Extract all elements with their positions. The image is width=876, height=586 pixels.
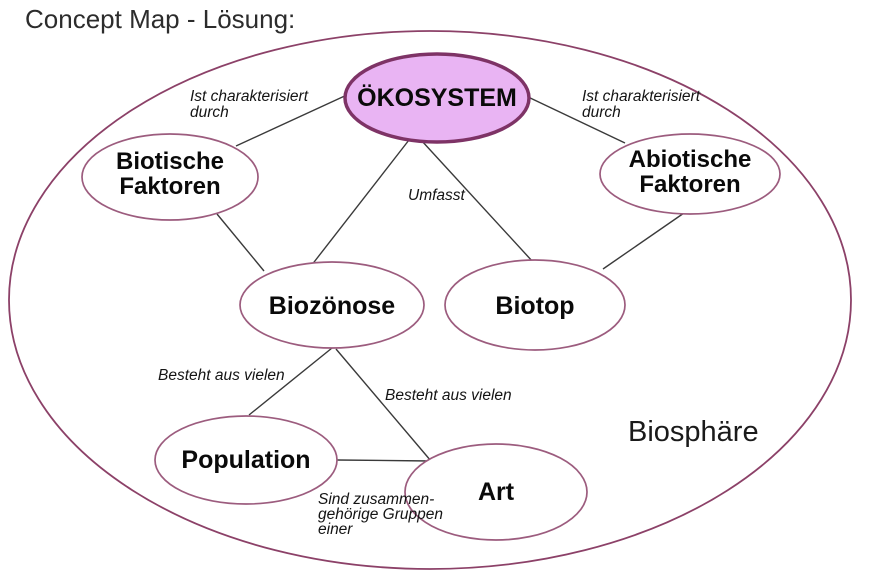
biosphere-outer-ellipse — [8, 30, 852, 570]
node-art-ellipse — [404, 443, 588, 541]
biosphaere-label: Biosphäre — [628, 416, 759, 448]
node-art: Art — [404, 443, 588, 541]
edge-label-ist-charakterisiert-right-line2: durch — [582, 104, 621, 121]
edge-oekosystem-abiotische — [525, 95, 626, 144]
node-biotische-ellipse — [81, 133, 259, 221]
node-population: Population — [154, 415, 338, 505]
edge-abiotische-biotop — [602, 212, 685, 270]
node-abiotische-faktoren: Abiotische Faktoren — [599, 133, 781, 215]
edge-labels: Ist charakterisiert durch Ist charakteri… — [158, 88, 701, 538]
edge-oekosystem-biotische — [235, 93, 350, 147]
edge-oekosystem-biozoenose — [310, 139, 410, 267]
node-biozoenose-label: Biozönose — [269, 292, 395, 320]
edge-label-besteht-aus-vielen-left: Besteht aus vielen — [158, 367, 285, 384]
edge-label-ist-charakterisiert-right-line1: Ist charakterisiert — [582, 88, 701, 105]
edge-biozoenose-art — [335, 348, 432, 462]
edge-biozoenose-population — [248, 347, 333, 416]
page-title: Concept Map - Lösung: — [25, 4, 295, 34]
node-biozoenose: Biozönose — [239, 261, 425, 349]
edge-label-ist-charakterisiert-left-line2: durch — [190, 104, 229, 121]
node-art-label: Art — [478, 478, 515, 506]
edge-label-ist-charakterisiert-left-line1: Ist charakterisiert — [190, 88, 309, 105]
node-population-ellipse — [154, 415, 338, 505]
node-biotische-faktoren: Biotische Faktoren — [81, 133, 259, 221]
node-abiotische-ellipse — [599, 133, 781, 215]
edge-label-sind-zusammengehoerige-line3: einer — [318, 521, 353, 538]
node-oekosystem-label: ÖKOSYSTEM — [357, 83, 517, 112]
edge-population-art — [336, 459, 432, 462]
edges — [216, 93, 685, 462]
node-oekosystem: ÖKOSYSTEM — [343, 52, 531, 144]
node-oekosystem-ellipse — [343, 52, 531, 144]
edge-biotische-biozoenose — [216, 213, 265, 272]
node-biozoenose-ellipse — [239, 261, 425, 349]
node-biotische-label-line1: Biotische — [116, 148, 224, 175]
edge-label-umfasst: Umfasst — [408, 187, 466, 204]
node-biotop-label: Biotop — [495, 292, 574, 320]
node-abiotische-label-line2: Faktoren — [639, 171, 740, 198]
node-biotische-label-line2: Faktoren — [119, 173, 220, 200]
node-biotop-ellipse — [444, 259, 626, 351]
node-population-label: Population — [181, 446, 310, 474]
node-biotop: Biotop — [444, 259, 626, 351]
edge-oekosystem-biotop — [420, 139, 534, 263]
node-abiotische-label-line1: Abiotische — [629, 146, 752, 173]
edge-label-besteht-aus-vielen-right: Besteht aus vielen — [385, 387, 512, 404]
edge-label-sind-zusammengehoerige-line1: Sind zusammen- — [318, 491, 434, 508]
edge-label-sind-zusammengehoerige-line2: gehörige Gruppen — [318, 506, 443, 523]
